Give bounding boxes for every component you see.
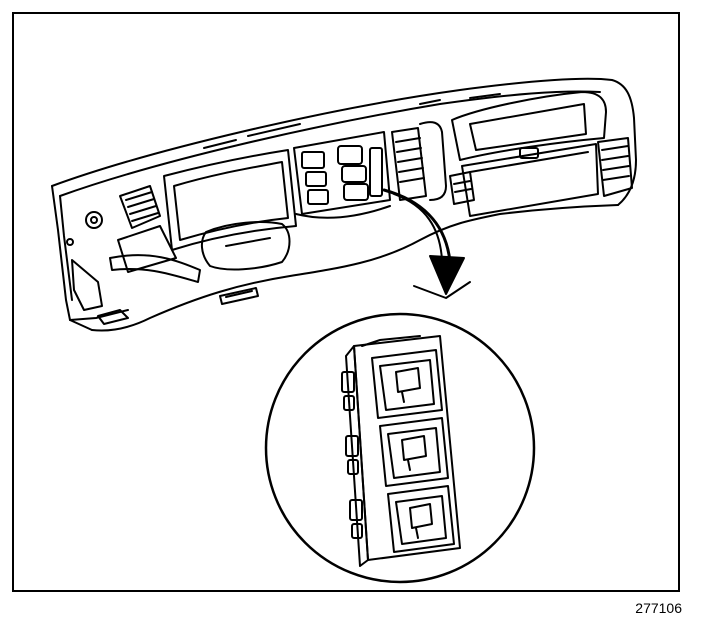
right-vent <box>597 137 633 197</box>
switch-cell-middle <box>379 417 449 487</box>
dashboard-icon <box>51 77 637 332</box>
cluster-bezel <box>117 149 297 273</box>
figure-number: 277106 <box>635 600 682 616</box>
center-vents <box>391 121 447 201</box>
switch-cell-top <box>371 349 443 419</box>
switch-cell-bottom <box>387 485 455 553</box>
switch-bezel-icon <box>341 335 461 567</box>
left-vent <box>119 185 161 229</box>
center-switch-stack <box>293 131 391 219</box>
detail-magnifier <box>264 312 536 584</box>
glove-box <box>451 91 607 217</box>
callout-arrow-icon <box>382 188 471 299</box>
